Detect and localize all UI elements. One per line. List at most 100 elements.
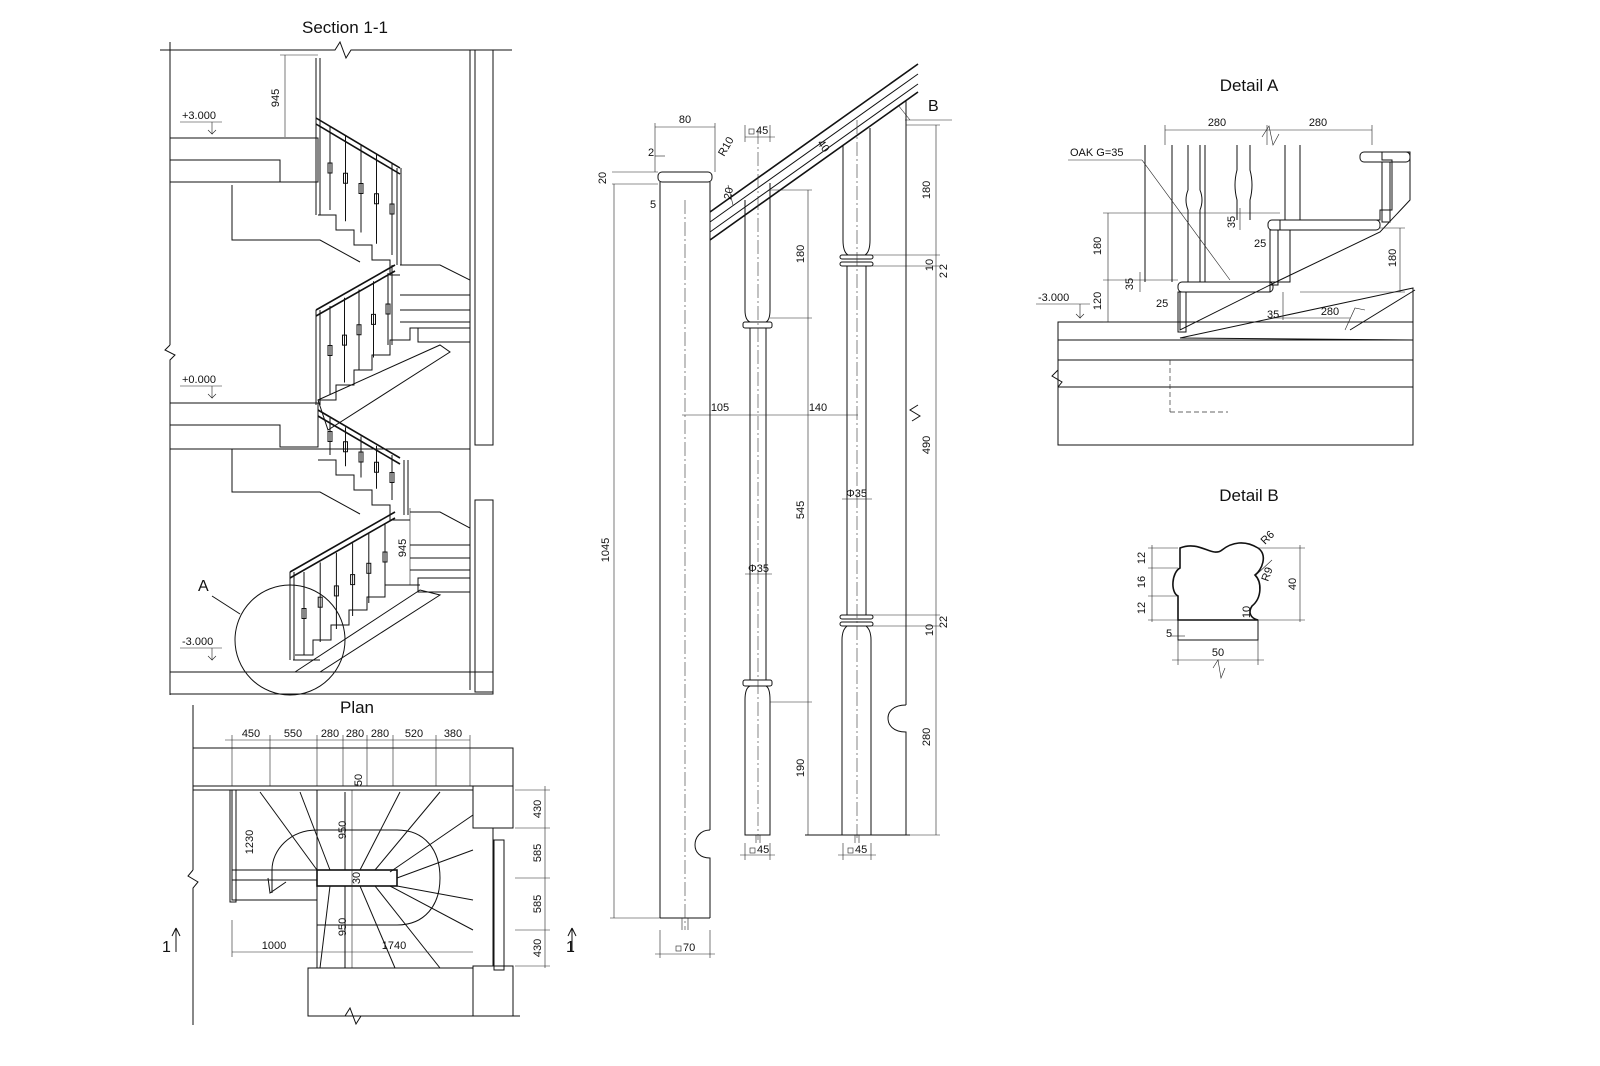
baluster-knob xyxy=(301,608,307,619)
svg-text:280: 280 xyxy=(921,728,933,746)
baluster-knob xyxy=(374,461,379,473)
plan-title: Plan xyxy=(340,698,374,717)
level-mark-lower: -3.000 xyxy=(180,636,222,661)
svg-text:280: 280 xyxy=(346,728,364,740)
plan-dim-1230: 1230 xyxy=(244,830,256,854)
svg-text:520: 520 xyxy=(405,728,423,740)
cut-marker-left: 1 xyxy=(162,927,181,956)
svg-text:105: 105 xyxy=(711,402,729,414)
flight-lower-1 xyxy=(318,459,471,571)
plan-dim-950-top: 950 xyxy=(337,821,349,839)
svg-text:80: 80 xyxy=(679,114,691,126)
baluster-dims: 45 180 545 190 45 Φ35 105 140 Φ35 45 xyxy=(682,125,876,860)
baluster-knob xyxy=(358,183,364,194)
plan-dim-30: 30 xyxy=(351,872,363,884)
baluster-knob xyxy=(358,451,364,463)
stringer-concrete xyxy=(1179,287,1414,341)
svg-text:35: 35 xyxy=(1267,309,1279,321)
ground-slab xyxy=(169,671,494,695)
plan-right-rail xyxy=(493,839,505,971)
svg-text:10: 10 xyxy=(924,624,936,636)
plan-top-dims: 450 550 280 280 280 520 380 xyxy=(225,728,471,786)
svg-text:1000: 1000 xyxy=(262,940,286,952)
plan-wall-bottom xyxy=(307,967,474,1017)
plan-dim-950-bottom: 950 xyxy=(337,918,349,936)
svg-text:25: 25 xyxy=(1156,298,1168,310)
baluster-knob xyxy=(371,313,376,325)
svg-text:35: 35 xyxy=(1226,216,1238,228)
svg-text:2: 2 xyxy=(938,272,950,278)
plan-wall-right-top xyxy=(472,785,514,829)
svg-text:2: 2 xyxy=(648,147,654,159)
detail-a-steps xyxy=(1177,151,1411,333)
svg-text:-3.000: -3.000 xyxy=(1038,292,1069,304)
plan-dim-50: 50 xyxy=(353,774,365,786)
svg-text:450: 450 xyxy=(242,728,260,740)
detail-a-title: Detail A xyxy=(1220,76,1279,95)
newel-post xyxy=(657,171,713,930)
soil-layer xyxy=(1057,386,1414,446)
svg-text:16: 16 xyxy=(1136,576,1148,588)
break-line-top xyxy=(160,40,512,60)
svg-text:585: 585 xyxy=(532,844,544,862)
detail-a-top-dims: 280 280 xyxy=(1164,117,1373,146)
svg-text:190: 190 xyxy=(795,759,807,777)
baluster-knob xyxy=(350,574,356,586)
plan-winders xyxy=(232,791,474,969)
svg-text:1: 1 xyxy=(162,939,171,956)
section-title: Section 1-1 xyxy=(302,18,388,37)
svg-text:585: 585 xyxy=(532,895,544,913)
baluster-knob xyxy=(382,551,388,563)
baluster-knob xyxy=(327,431,333,442)
svg-text:R10: R10 xyxy=(716,135,736,158)
svg-text:180: 180 xyxy=(1092,237,1104,255)
baluster-knob xyxy=(343,172,348,184)
svg-text:180: 180 xyxy=(921,181,933,199)
plan-arrow xyxy=(267,877,287,894)
gravel-layer xyxy=(1057,359,1414,388)
right-wall-upper xyxy=(474,49,494,446)
svg-text:22: 22 xyxy=(938,616,950,628)
svg-text:-3.000: -3.000 xyxy=(182,636,213,648)
svg-text:+3.000: +3.000 xyxy=(182,110,216,122)
baluster-knob xyxy=(342,334,347,346)
baluster-knob xyxy=(327,162,333,174)
svg-text:380: 380 xyxy=(444,728,462,740)
svg-text:45: 45 xyxy=(757,844,769,856)
slab-upper xyxy=(169,137,319,183)
wall-post xyxy=(805,100,910,836)
svg-text:45: 45 xyxy=(756,125,768,137)
dim-945-lower: 945 xyxy=(397,539,409,557)
svg-text:40: 40 xyxy=(815,138,832,155)
detail-a-marker: A xyxy=(198,578,209,595)
plan-view: Plan xyxy=(162,698,577,1026)
handrail-base xyxy=(1177,619,1259,641)
baluster-knob xyxy=(389,472,395,483)
svg-text:Φ35: Φ35 xyxy=(846,488,867,500)
svg-text:50: 50 xyxy=(1212,647,1224,659)
detail-a-callout-circle xyxy=(234,584,346,696)
newel-dims: 80 2 R10 20 5 1045 70 xyxy=(597,114,737,958)
svg-text:10: 10 xyxy=(924,259,936,271)
baluster-2 xyxy=(839,120,874,843)
svg-text:430: 430 xyxy=(532,800,544,818)
svg-text:+0.000: +0.000 xyxy=(182,374,216,386)
svg-text:45: 45 xyxy=(855,844,867,856)
baluster-knob xyxy=(389,203,395,215)
svg-text:280: 280 xyxy=(321,728,339,740)
baluster-knob xyxy=(356,324,362,336)
svg-text:1045: 1045 xyxy=(600,538,612,562)
svg-text:35: 35 xyxy=(1124,278,1136,290)
insulation-layer xyxy=(1057,339,1414,361)
right-wall-lower xyxy=(474,499,494,693)
cut-marker-right: 1 xyxy=(566,927,577,956)
plan-wall-right-bottom xyxy=(472,965,514,1017)
plan-bottom-dims: 1000 1740 xyxy=(231,920,473,957)
svg-text:280: 280 xyxy=(371,728,389,740)
plan-landing xyxy=(231,789,318,901)
plan-right-dims: 430 585 585 430 xyxy=(515,786,550,968)
baluster-knob xyxy=(333,585,339,597)
detail-b: Detail B 12 16 12 40 R6 R9 10 5 50 xyxy=(1136,486,1305,680)
railing-upper xyxy=(315,58,402,265)
